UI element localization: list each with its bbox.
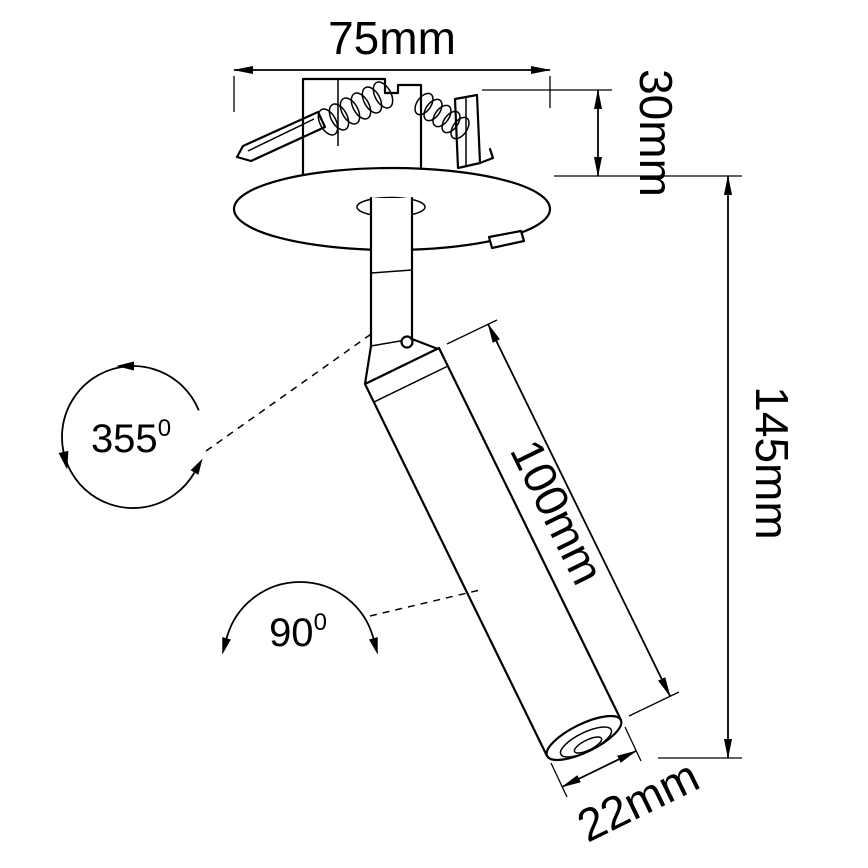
dim-width-label: 75mm — [328, 12, 456, 64]
clip-right — [453, 93, 495, 170]
dim-height-label: 145mm — [746, 386, 798, 539]
tilt-arrowhead — [369, 637, 378, 655]
tilt-leader-line — [369, 589, 481, 617]
tilt-angle-sup: 0 — [314, 609, 327, 636]
rotation-angle-sup: 0 — [158, 415, 171, 442]
rotation-angle-value: 355 — [91, 417, 158, 461]
dimension-height: 145mm — [658, 175, 798, 759]
rotation-angle-label: 3550 — [91, 415, 171, 461]
clip-tab-below-ring — [487, 229, 526, 250]
extension-line — [624, 726, 642, 762]
swivel-joint — [363, 335, 440, 386]
stem-seam — [370, 269, 413, 274]
extension-line — [628, 691, 680, 717]
tilt-angle-label: 900 — [269, 609, 327, 655]
rotation-leader-line — [205, 331, 375, 452]
fixture-drawing — [232, 77, 623, 762]
wing-clip-left — [235, 110, 327, 163]
stem — [369, 196, 414, 348]
mounting-bracket — [235, 77, 495, 192]
dimension-depth: 30mm — [482, 69, 742, 197]
rotation-arc — [61, 365, 200, 509]
tilt-arrowhead — [222, 637, 231, 655]
tube-seam — [373, 365, 449, 403]
tilt-indicator: 900 — [222, 581, 481, 655]
spring-left-coil — [317, 81, 394, 136]
dimension-width: 75mm — [233, 12, 551, 112]
dim-diameter-line — [561, 750, 637, 788]
extension-line — [446, 319, 498, 345]
pivot-pin — [400, 335, 414, 349]
rotation-indicator: 3550 — [58, 331, 375, 509]
rotation-arrowhead — [58, 450, 69, 470]
rotation-arrowhead — [116, 361, 134, 371]
tilt-angle-value: 90 — [269, 611, 314, 655]
dim-diameter-label: 22mm — [569, 749, 707, 852]
extension-line — [550, 762, 568, 798]
dim-depth-label: 30mm — [630, 69, 682, 197]
tilt-arc — [225, 581, 375, 639]
rotation-arrowhead — [190, 458, 203, 475]
dim-length-line — [487, 323, 671, 697]
